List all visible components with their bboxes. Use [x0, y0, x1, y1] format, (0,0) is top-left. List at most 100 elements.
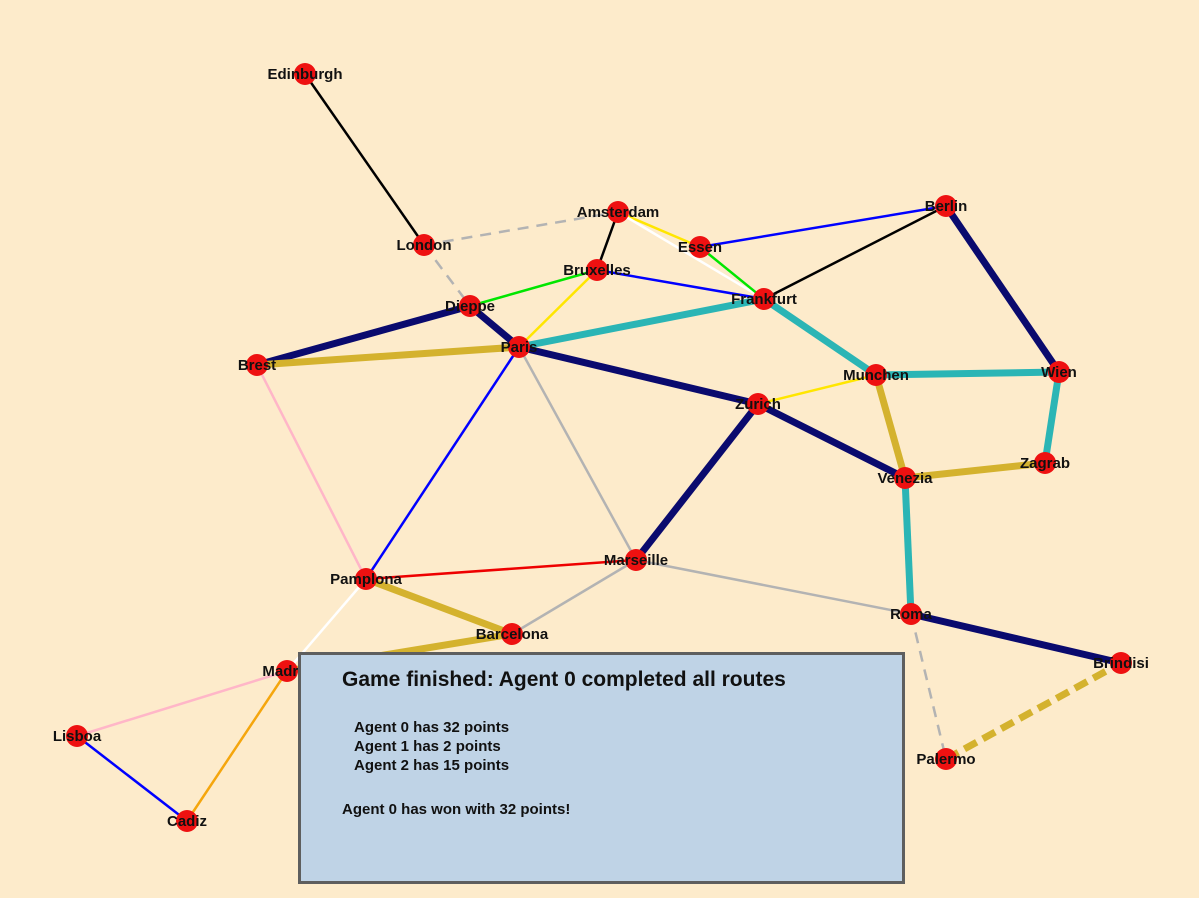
city-zagrab[interactable]: Zagrab	[1020, 452, 1070, 474]
city-paris[interactable]: Paris	[501, 336, 538, 358]
city-roma[interactable]: Roma	[890, 603, 932, 625]
route-amsterdam-essen	[617, 210, 701, 249]
city-cadiz[interactable]: Cadiz	[167, 810, 207, 832]
city-label: Marseille	[604, 552, 668, 569]
city-edinburgh[interactable]: Edinburgh	[268, 63, 343, 85]
city-marker[interactable]	[900, 603, 922, 625]
city-amsterdam[interactable]: Amsterdam	[577, 201, 660, 223]
route-amsterdam-frankfurt	[617, 210, 765, 301]
route-zagrab-venezia	[904, 459, 1046, 482]
score-list: Agent 0 has 32 points Agent 1 has 2 poin…	[354, 718, 509, 775]
city-marker[interactable]	[1034, 452, 1056, 474]
city-marker[interactable]	[865, 364, 887, 386]
city-label: Berlin	[925, 198, 968, 215]
city-marker[interactable]	[935, 195, 957, 217]
city-label: Paris	[501, 339, 538, 356]
city-label: Essen	[678, 239, 722, 256]
routes-layer	[76, 73, 1123, 822]
city-label: Dieppe	[445, 298, 495, 315]
route-berlin-wien	[943, 204, 1062, 374]
route-marseille-pamplona	[365, 558, 637, 581]
city-zurich[interactable]: Zurich	[735, 393, 781, 415]
route-edinburgh-london	[303, 73, 426, 246]
route-brest-paris	[256, 343, 520, 369]
city-marker[interactable]	[294, 63, 316, 85]
route-marseille-roma	[635, 558, 912, 616]
route-madrid-cadiz	[185, 670, 289, 822]
score-line-agent-0: Agent 0 has 32 points	[354, 719, 510, 736]
city-label: Frankfurt	[731, 291, 797, 308]
route-palermo-brindisi	[944, 659, 1123, 763]
city-marker[interactable]	[689, 236, 711, 258]
city-pamplona[interactable]: Pamplona	[330, 568, 402, 590]
route-zurich-marseille	[633, 401, 761, 563]
city-marker[interactable]	[1048, 361, 1070, 383]
city-marker[interactable]	[747, 393, 769, 415]
city-marseille[interactable]: Marseille	[604, 549, 668, 571]
city-frankfurt[interactable]: Frankfurt	[731, 288, 797, 310]
route-paris-pamplona	[364, 346, 521, 580]
score-line-agent-1: Agent 1 has 2 points	[354, 738, 501, 755]
route-venezia-roma	[901, 477, 915, 615]
city-label: Bruxelles	[563, 262, 631, 279]
city-label: Wien	[1041, 364, 1077, 381]
city-marker[interactable]	[607, 201, 629, 223]
route-london-amsterdam	[423, 210, 619, 247]
route-berlin-frankfurt	[763, 204, 947, 301]
city-marker[interactable]	[246, 354, 268, 376]
city-barcelona[interactable]: Barcelona	[476, 623, 549, 645]
city-label: Edinburgh	[268, 66, 343, 83]
city-label: Venezia	[877, 470, 933, 487]
city-munchen[interactable]: Munchen	[843, 364, 909, 386]
city-lisboa[interactable]: Lisboa	[53, 725, 102, 747]
route-paris-marseille	[517, 346, 638, 561]
city-brest[interactable]: Brest	[238, 354, 276, 376]
city-bruxelles[interactable]: Bruxelles	[563, 259, 631, 281]
city-label: Amsterdam	[577, 204, 660, 221]
city-london[interactable]: London	[397, 234, 452, 256]
city-essen[interactable]: Essen	[678, 236, 722, 258]
city-venezia[interactable]: Venezia	[877, 467, 933, 489]
city-marker[interactable]	[935, 748, 957, 770]
city-brindisi[interactable]: Brindisi	[1093, 652, 1149, 674]
city-label: Cadiz	[167, 813, 207, 830]
route-frankfurt-paris	[518, 295, 765, 351]
route-roma-palermo	[909, 613, 948, 760]
city-label: Roma	[890, 606, 932, 623]
city-wien[interactable]: Wien	[1041, 361, 1077, 383]
winner-announcement: Agent 0 has won with 32 points!	[342, 801, 571, 818]
city-marker[interactable]	[625, 549, 647, 571]
route-dieppe-brest	[256, 302, 471, 369]
result-title: Game finished: Agent 0 completed all rou…	[342, 668, 786, 691]
route-bruxelles-paris	[518, 269, 598, 348]
city-marker[interactable]	[276, 660, 298, 682]
route-roma-brindisi	[910, 610, 1122, 667]
city-label: Zurich	[735, 396, 781, 413]
route-madrid-lisboa	[76, 669, 288, 738]
city-marker[interactable]	[355, 568, 377, 590]
city-palermo[interactable]: Palermo	[916, 748, 976, 770]
route-brest-pamplona	[255, 364, 368, 580]
city-marker[interactable]	[413, 234, 435, 256]
city-marker[interactable]	[501, 623, 523, 645]
city-marker[interactable]	[753, 288, 775, 310]
route-bruxelles-frankfurt	[596, 268, 765, 301]
route-munchen-wien	[875, 368, 1060, 379]
city-marker[interactable]	[894, 467, 916, 489]
city-marker[interactable]	[586, 259, 608, 281]
route-essen-berlin	[699, 204, 947, 249]
city-marker[interactable]	[459, 295, 481, 317]
city-marker[interactable]	[1110, 652, 1132, 674]
city-label: Brest	[238, 357, 276, 374]
city-marker[interactable]	[508, 336, 530, 358]
route-munchen-venezia	[872, 374, 909, 479]
city-label: Munchen	[843, 367, 909, 384]
route-marseille-barcelona	[511, 558, 637, 636]
city-dieppe[interactable]: Dieppe	[445, 295, 495, 317]
city-marker[interactable]	[176, 810, 198, 832]
route-london-dieppe	[423, 244, 471, 307]
city-marker[interactable]	[66, 725, 88, 747]
city-berlin[interactable]: Berlin	[925, 195, 968, 217]
